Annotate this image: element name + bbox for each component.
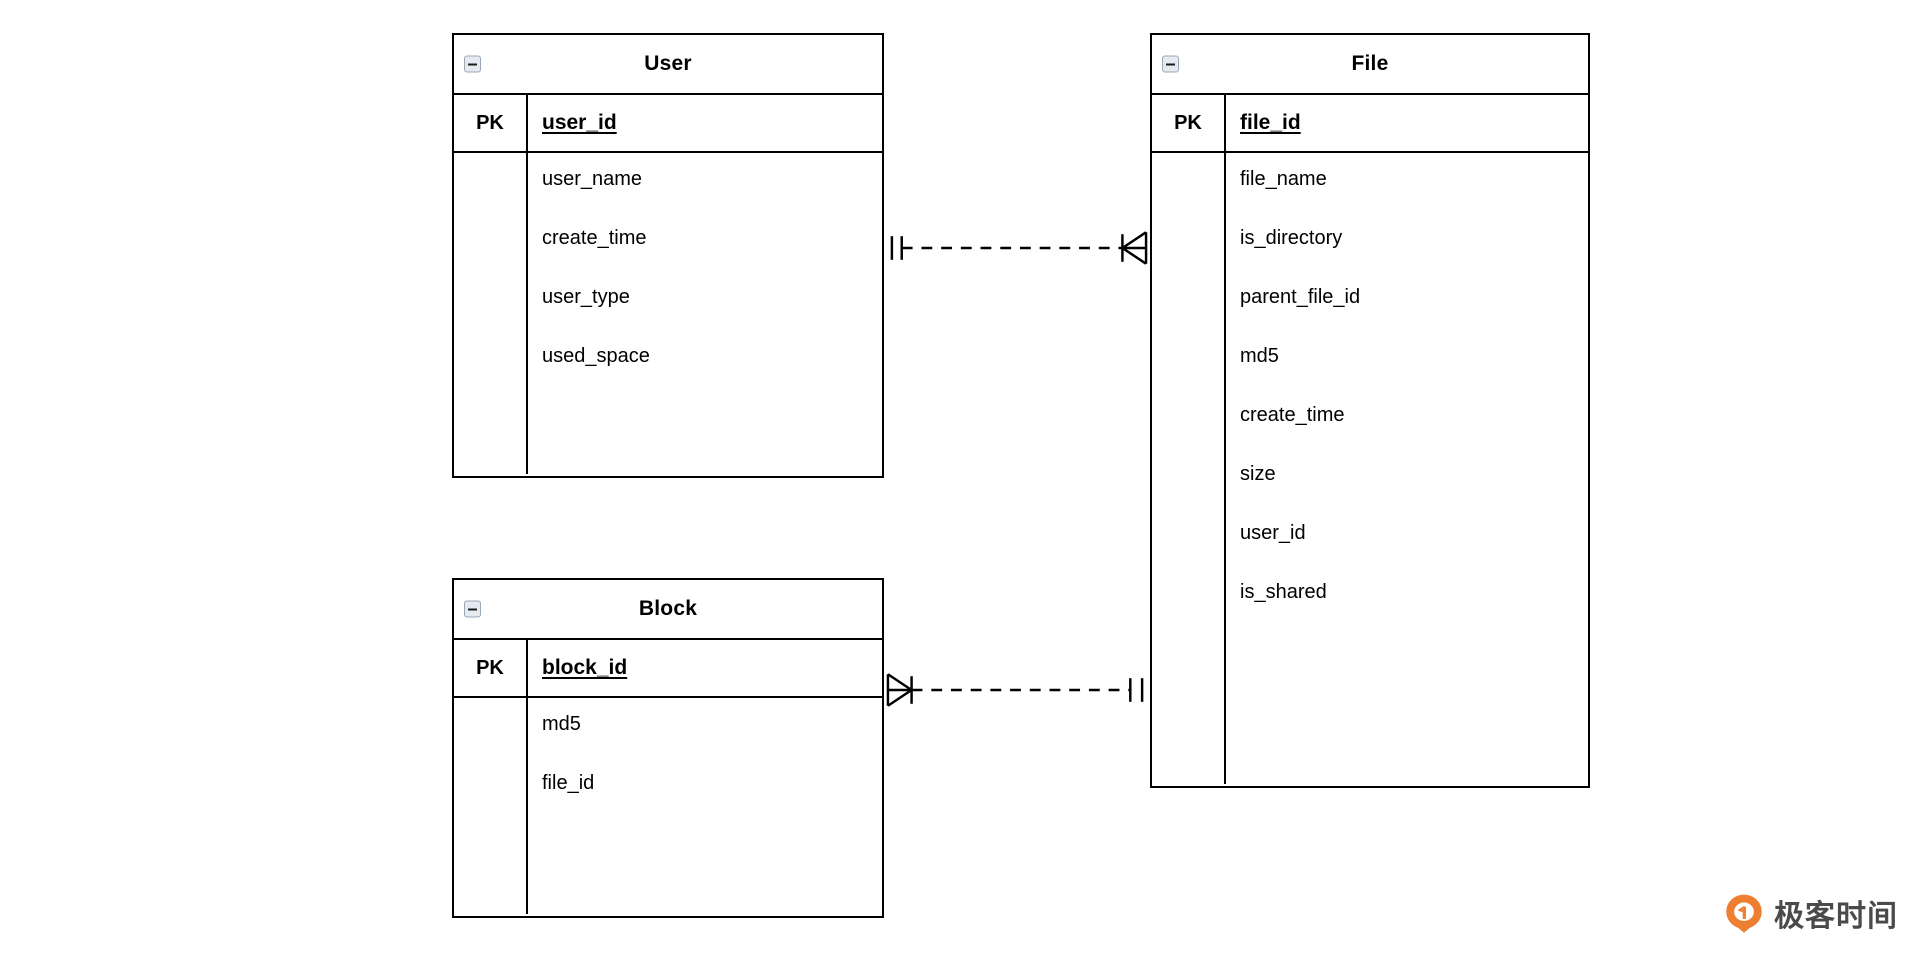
attribute-gutter xyxy=(454,698,528,914)
pk-field-block-id: block_id xyxy=(542,656,628,679)
entity-block-title: Block xyxy=(638,597,698,620)
entity-file-title: File xyxy=(1351,52,1389,75)
attribute-gutter xyxy=(1152,153,1226,784)
attribute-item: md5 xyxy=(1240,345,1279,367)
entity-block-pk-row: PK block_id xyxy=(454,640,882,698)
attribute-item: user_type xyxy=(542,286,630,308)
attribute-item: file_id xyxy=(542,772,595,794)
entity-user-title: User xyxy=(644,52,692,75)
attribute-item: user_id xyxy=(1240,522,1306,544)
attribute-item: user_name xyxy=(542,168,643,190)
entity-file-header: File xyxy=(1152,35,1588,95)
attribute-item: is_directory xyxy=(1240,227,1343,249)
watermark-text: 极客时间 xyxy=(1774,899,1898,934)
collapse-minus-icon[interactable] xyxy=(1162,55,1179,73)
entity-file-attributes: file_name is_directory parent_file_id md… xyxy=(1152,153,1588,784)
collapse-minus-icon[interactable] xyxy=(464,55,481,73)
attribute-item: size xyxy=(1240,463,1276,485)
entity-block-header: Block xyxy=(454,580,882,640)
crows-foot-prong xyxy=(1121,231,1147,250)
relationship-user-to-file[interactable] xyxy=(884,228,1150,268)
entity-block[interactable]: Block PK block_id md5 file_id xyxy=(452,578,884,918)
attribute-item: create_time xyxy=(542,227,647,249)
entity-user-pk-row: PK user_id xyxy=(454,95,882,153)
attribute-item: file_name xyxy=(1240,168,1327,190)
crows-foot-prong xyxy=(887,688,913,707)
attribute-item: is_shared xyxy=(1240,581,1327,603)
geektime-pin-logo xyxy=(1726,894,1762,933)
pk-label: PK xyxy=(1152,95,1226,151)
pk-field-user-id: user_id xyxy=(542,111,617,134)
attribute-gutter xyxy=(454,153,528,474)
attribute-item: create_time xyxy=(1240,404,1345,426)
relationship-block-to-file[interactable] xyxy=(884,670,1150,710)
attribute-item: md5 xyxy=(542,713,581,735)
attribute-item: used_space xyxy=(542,345,650,367)
crows-foot-prong xyxy=(1121,246,1147,265)
attribute-item: parent_file_id xyxy=(1240,286,1361,308)
entity-block-attributes: md5 file_id xyxy=(454,698,882,914)
entity-file[interactable]: File PK file_id file_name is_directory p… xyxy=(1150,33,1590,788)
pk-field-file-id: file_id xyxy=(1240,111,1301,134)
entity-user-attributes: user_name create_time user_type used_spa… xyxy=(454,153,882,474)
pk-label: PK xyxy=(454,95,528,151)
entity-file-pk-row: PK file_id xyxy=(1152,95,1588,153)
crows-foot-prong xyxy=(887,673,913,692)
pk-label: PK xyxy=(454,640,528,696)
collapse-minus-icon[interactable] xyxy=(464,600,481,618)
entity-user[interactable]: User PK user_id user_name create_time us… xyxy=(452,33,884,478)
entity-user-header: User xyxy=(454,35,882,95)
watermark: 极客时间 xyxy=(1723,891,1898,935)
